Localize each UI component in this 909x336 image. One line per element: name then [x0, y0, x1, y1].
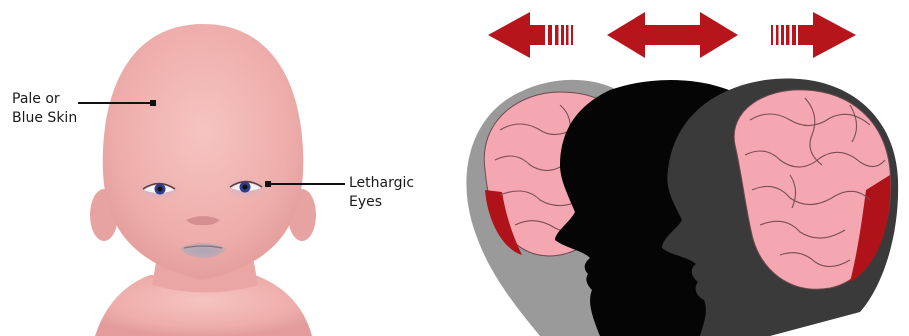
baby-head	[103, 24, 304, 280]
callout-eyes-label: Lethargic Eyes	[349, 174, 414, 212]
baby-illustration	[90, 24, 316, 336]
callout-skin-label: Pale or Blue Skin	[12, 90, 77, 128]
callout-skin-line-1: Pale or	[12, 90, 77, 109]
callout-skin-line-2: Blue Skin	[12, 109, 77, 128]
callout-eyes-line-2: Eyes	[349, 193, 414, 212]
callout-eyes-line-1: Lethargic	[349, 174, 414, 193]
arrow-right	[771, 12, 856, 58]
arrow-left	[488, 12, 573, 58]
arrow-both	[607, 12, 738, 58]
